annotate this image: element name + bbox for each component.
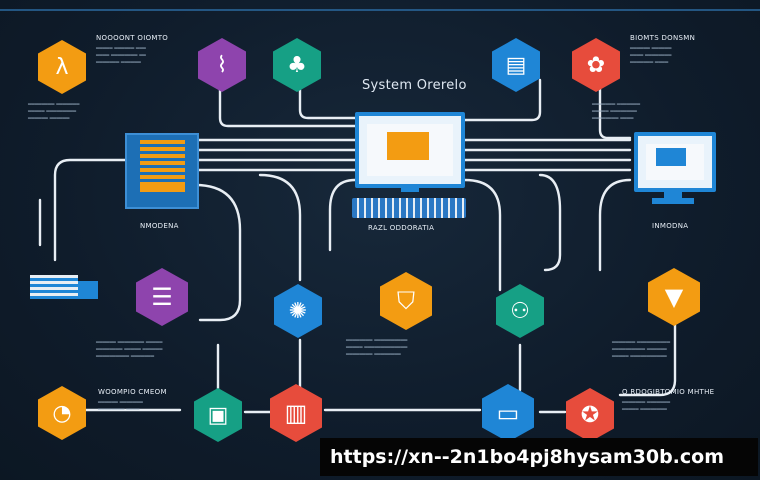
label-bottom-left: WOOMPIO CMEOM <box>98 388 167 396</box>
center-screen-image <box>387 132 429 160</box>
network-icon: ⚇ <box>496 284 544 338</box>
server-icon: ▣ <box>194 388 242 442</box>
chart-icon: ⌇ <box>198 38 246 92</box>
server-base <box>140 182 185 192</box>
tools-icon: ✪ <box>566 388 614 442</box>
lambda-icon: λ <box>38 40 86 94</box>
caption-right: ━━━━━━━ ━━━━━━━━━━━━ ━━━━━━━━━━━━━━━━ ━━… <box>592 102 641 122</box>
label-center-mid: RAZL ODDORATIA <box>368 224 435 232</box>
server-shelves <box>140 140 185 180</box>
center-keyboard <box>352 198 466 218</box>
label-top-right: BIOMTS DONSMN <box>630 34 696 42</box>
right-monitor-stand <box>664 190 682 198</box>
label-right-mid: INMODNA <box>652 222 689 230</box>
caption-bottom-right: ━━━━━━━ ━━━━━━━━━━━━ ━━━━━━━━ <box>622 400 671 413</box>
caption-top-left: ━━━━━ ━━━━━━ ━━━━━━━ ━━━━━━━━ ━━━━━━━━━ … <box>96 46 146 66</box>
right-monitor-base <box>652 198 694 204</box>
truck-icon <box>30 275 100 303</box>
settings-hex-icon: ✺ <box>274 284 322 338</box>
gauge-icon: ◔ <box>38 386 86 440</box>
diagram-title: System Orerelo <box>362 78 467 93</box>
label-bottom-right: O RDOGIBTOMIO MHTHE <box>622 388 715 396</box>
caption-mid-right: ━━━━━━━ ━━━━━━━━━━━━━━━━━━━━ ━━━━━━━━━━━… <box>612 340 671 360</box>
caption-left: ━━━━━━━━ ━━━━━━━━━━━━ ━━━━━━━━━━━━━━━ ━━… <box>28 102 80 122</box>
caption-mid-center: ━━━━━━━━ ━━━━━━━━━━━━━━━ ━━━━━━━━━━━━━━━… <box>346 338 408 358</box>
caption-mid-left: ━━━━━━ ━━━━━━━━ ━━━━━━━━━━━━━ ━━━━━ ━━━━… <box>96 340 163 360</box>
caption-bottom-left: ━━━━━━ ━━━━━━━━━━━━━━━ ━━━━ <box>98 400 143 413</box>
caption-top-right: ━━━━━━ ━━━━━━━━━━ ━━━━━━━━━━━━━━━ ━━━━ <box>630 46 672 66</box>
right-screen-image <box>656 148 686 166</box>
center-monitor <box>355 112 465 188</box>
url-banner[interactable]: https://xn--2n1bo4pj8hysam30b.com <box>320 438 758 476</box>
document-icon: ▤ <box>492 38 540 92</box>
center-monitor-stand <box>401 184 419 192</box>
fox-icon: ▼ <box>648 268 700 326</box>
right-monitor <box>634 132 716 192</box>
brain-icon: ✿ <box>572 38 620 92</box>
label-top-left: NOOOONT OIOMTO <box>96 34 169 42</box>
tree-icon: ♣ <box>273 38 321 92</box>
label-left-mid: NMODENA <box>140 222 179 230</box>
